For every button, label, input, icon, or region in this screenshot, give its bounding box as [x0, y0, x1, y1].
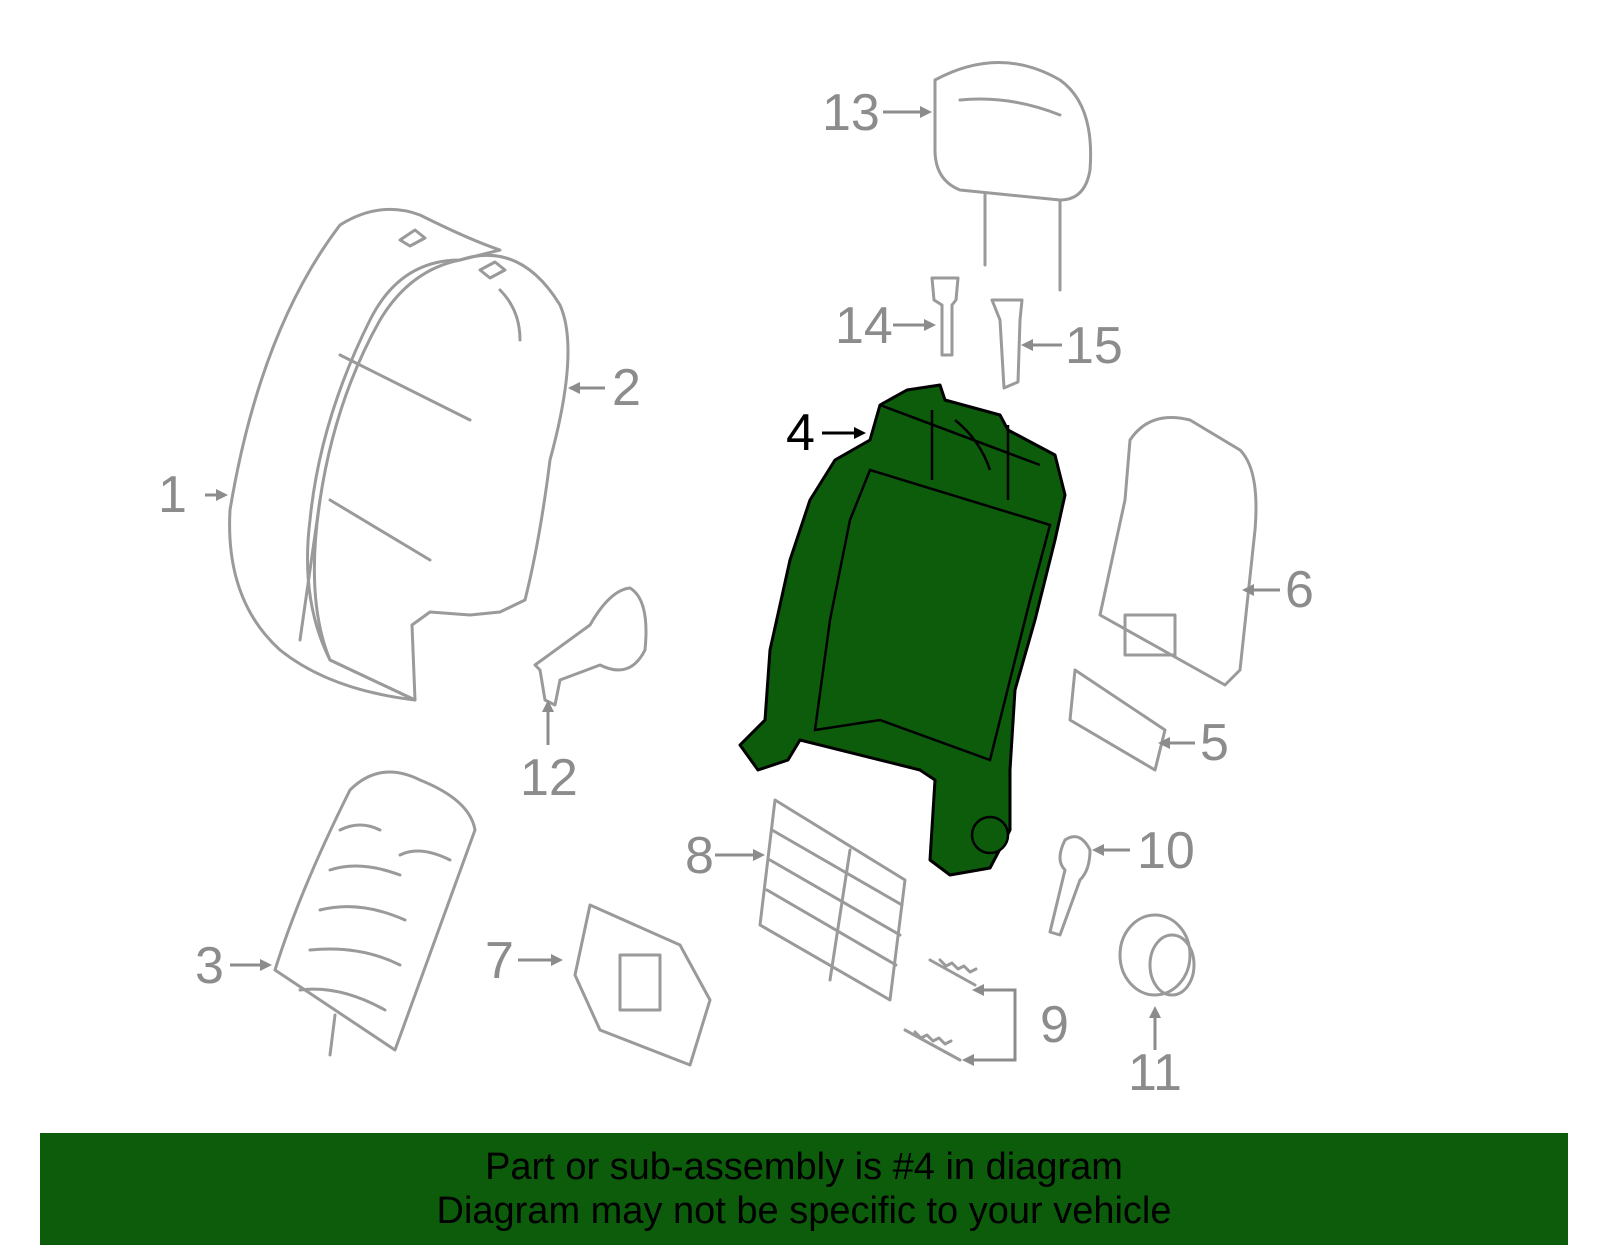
callout-15: 15	[1065, 317, 1123, 375]
part-1-cover[interactable]	[228, 207, 502, 702]
part-9-springs[interactable]	[903, 958, 978, 1062]
callout-7: 7	[485, 932, 514, 990]
callout-10: 10	[1137, 822, 1195, 880]
part-2-cover[interactable]	[312, 228, 570, 702]
part-8-spring-mat[interactable]	[758, 798, 907, 1002]
callout-14: 14	[835, 297, 893, 355]
banner-line-1: Part or sub-assembly is #4 in diagram	[485, 1146, 1123, 1188]
part-12-trim[interactable]	[533, 586, 648, 707]
part-13-headrest[interactable]	[933, 61, 1093, 292]
callout-4: 4	[786, 404, 815, 462]
callout-9: 9	[1040, 996, 1069, 1054]
callout-13: 13	[822, 84, 880, 142]
part-6-panel[interactable]	[1098, 416, 1258, 687]
part-14-guide[interactable]	[930, 276, 960, 357]
part-4-seat-frame[interactable]	[738, 383, 1067, 877]
callout-5: 5	[1200, 714, 1229, 772]
part-5-pad[interactable]	[1068, 668, 1167, 772]
callout-2: 2	[612, 359, 641, 417]
callout-12: 12	[520, 749, 578, 807]
part-7-bracket[interactable]	[573, 903, 712, 1067]
callout-1: 1	[158, 466, 187, 524]
callout-8: 8	[685, 827, 714, 885]
info-banner: Part or sub-assembly is #4 in diagram Di…	[40, 1133, 1568, 1245]
part-15-guide[interactable]	[990, 298, 1024, 390]
banner-line-2: Diagram may not be specific to your vehi…	[436, 1190, 1172, 1232]
part-10-handle[interactable]	[1048, 835, 1092, 937]
callout-11: 11	[1128, 1044, 1182, 1102]
part-3-pad[interactable]	[273, 770, 477, 1057]
part-11-knob[interactable]	[1118, 913, 1196, 997]
callout-6: 6	[1285, 561, 1314, 619]
leader-arrows	[205, 106, 1280, 1066]
callout-3: 3	[195, 937, 224, 995]
